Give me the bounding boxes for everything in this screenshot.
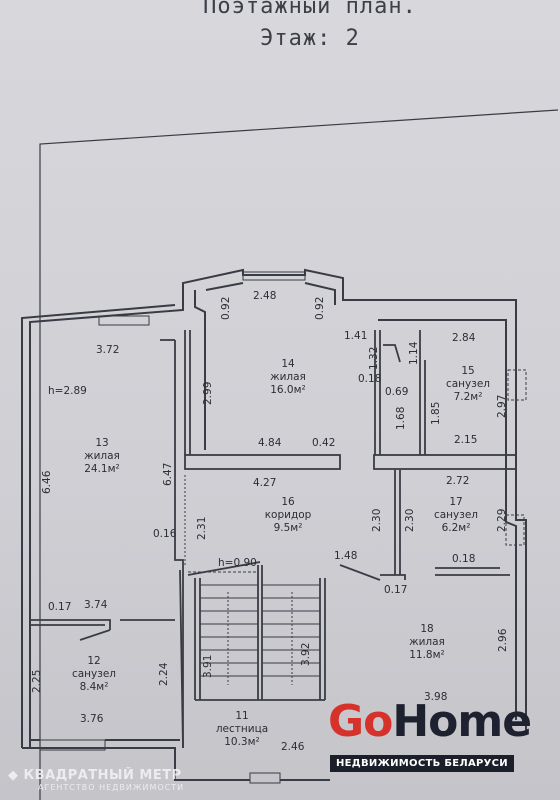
dim-0.92-right: 0.92 bbox=[314, 296, 326, 320]
room-type: жилая bbox=[270, 371, 306, 383]
dim-4.27: 4.27 bbox=[253, 477, 277, 489]
room-area: 16.0м² bbox=[270, 384, 306, 396]
room-12: 12 санузел 8.4м² bbox=[64, 655, 124, 694]
room-area: 24.1м² bbox=[84, 463, 120, 475]
dim-0.17-left: 0.17 bbox=[48, 601, 72, 613]
room-17: 17 санузел 6.2м² bbox=[426, 496, 486, 535]
dim-0.16: 0.16 bbox=[153, 528, 177, 540]
kvadratny-metr-sub: АГЕНТСТВО НЕДВИЖИМОСТИ bbox=[38, 783, 185, 792]
dim-3.91: 3.91 bbox=[202, 654, 214, 678]
floor-label: Этаж: 2 bbox=[260, 26, 360, 51]
kvadratny-metr-name: КВАДРАТНЫЙ МЕТР bbox=[23, 768, 182, 783]
room-area: 6.2м² bbox=[441, 522, 471, 534]
dim-height-2.89: h=2.89 bbox=[48, 385, 87, 397]
dim-2.31: 2.31 bbox=[196, 516, 208, 540]
room-type: коридор bbox=[264, 509, 312, 521]
dim-0.92-left: 0.92 bbox=[220, 296, 232, 320]
dim-2.29: 2.29 bbox=[496, 508, 508, 532]
room-type: санузел bbox=[433, 509, 479, 521]
dim-2.99: 2.99 bbox=[202, 381, 214, 405]
room-number: 13 bbox=[95, 437, 109, 449]
gohome-tagline: НЕДВИЖИМОСТЬ БЕЛАРУСИ bbox=[330, 755, 514, 772]
dim-1.85: 1.85 bbox=[430, 401, 442, 425]
dim-0.18-bottom: 0.18 bbox=[452, 553, 476, 565]
dim-0.69: 0.69 bbox=[385, 386, 409, 398]
dim-2.30-left: 2.30 bbox=[371, 508, 383, 532]
room-number: 17 bbox=[449, 496, 463, 508]
dim-1.14: 1.14 bbox=[408, 341, 420, 365]
dim-2.84: 2.84 bbox=[452, 332, 476, 344]
room-type: санузел bbox=[71, 668, 117, 680]
room-number: 16 bbox=[281, 496, 295, 508]
room-number: 14 bbox=[281, 358, 295, 370]
gohome-logo-home: Home bbox=[392, 696, 532, 747]
room-type: жилая bbox=[84, 450, 120, 462]
dim-2.24: 2.24 bbox=[158, 662, 170, 686]
dim-3.92: 3.92 bbox=[300, 642, 312, 666]
room-16: 16 коридор 9.5м² bbox=[255, 496, 321, 535]
dim-0.18-top: 0.18 bbox=[358, 373, 382, 385]
dim-2.96: 2.96 bbox=[497, 628, 509, 652]
room-area: 9.5м² bbox=[273, 522, 303, 534]
room-11: 11 лестница 10.3м² bbox=[210, 710, 274, 749]
dim-6.46: 6.46 bbox=[41, 470, 53, 494]
room-14: 14 жилая 16.0м² bbox=[258, 358, 318, 397]
dim-3.72: 3.72 bbox=[96, 344, 120, 356]
dim-1.32: 1.32 bbox=[368, 346, 380, 370]
plan-title: Поэтажный план. bbox=[203, 0, 417, 19]
dim-3.98: 3.98 bbox=[424, 691, 448, 703]
dim-2.48: 2.48 bbox=[253, 290, 277, 302]
dim-1.68: 1.68 bbox=[395, 406, 407, 430]
dim-3.74: 3.74 bbox=[84, 599, 108, 611]
dim-3.76: 3.76 bbox=[80, 713, 104, 725]
dim-2.30-right: 2.30 bbox=[404, 508, 416, 532]
dim-2.46: 2.46 bbox=[281, 741, 305, 753]
room-number: 12 bbox=[87, 655, 101, 667]
dim-1.48: 1.48 bbox=[334, 550, 358, 562]
room-type: санузел bbox=[445, 378, 491, 390]
dim-6.47: 6.47 bbox=[162, 462, 174, 486]
room-13: 13 жилая 24.1м² bbox=[72, 437, 132, 476]
dim-4.84: 4.84 bbox=[258, 437, 282, 449]
room-type: жилая bbox=[409, 636, 445, 648]
room-area: 11.8м² bbox=[409, 649, 445, 661]
room-number: 15 bbox=[461, 365, 475, 377]
gohome-logo: GoHome bbox=[328, 700, 532, 744]
room-15: 15 санузел 7.2м² bbox=[438, 365, 498, 404]
room-area: 8.4м² bbox=[79, 681, 109, 693]
dim-0.17-right: 0.17 bbox=[384, 584, 408, 596]
room-18: 18 жилая 11.8м² bbox=[397, 623, 457, 662]
dim-1.41: 1.41 bbox=[344, 330, 368, 342]
dim-height-0.90: h=0.90 bbox=[218, 557, 257, 569]
room-type: лестница bbox=[215, 723, 269, 735]
room-area: 10.3м² bbox=[224, 736, 260, 748]
dim-2.15: 2.15 bbox=[454, 434, 478, 446]
kvadratny-metr-watermark: ◆ КВАДРАТНЫЙ МЕТР АГЕНТСТВО НЕДВИЖИМОСТИ bbox=[8, 764, 184, 792]
gohome-logo-go: Go bbox=[328, 696, 393, 747]
dim-2.72: 2.72 bbox=[446, 475, 470, 487]
room-area: 7.2м² bbox=[453, 391, 483, 403]
dim-0.42: 0.42 bbox=[312, 437, 336, 449]
dim-2.25: 2.25 bbox=[31, 669, 43, 693]
room-number: 11 bbox=[235, 710, 249, 722]
room-number: 18 bbox=[420, 623, 434, 635]
kvadratny-metr-logo-icon: ◆ bbox=[8, 768, 24, 783]
